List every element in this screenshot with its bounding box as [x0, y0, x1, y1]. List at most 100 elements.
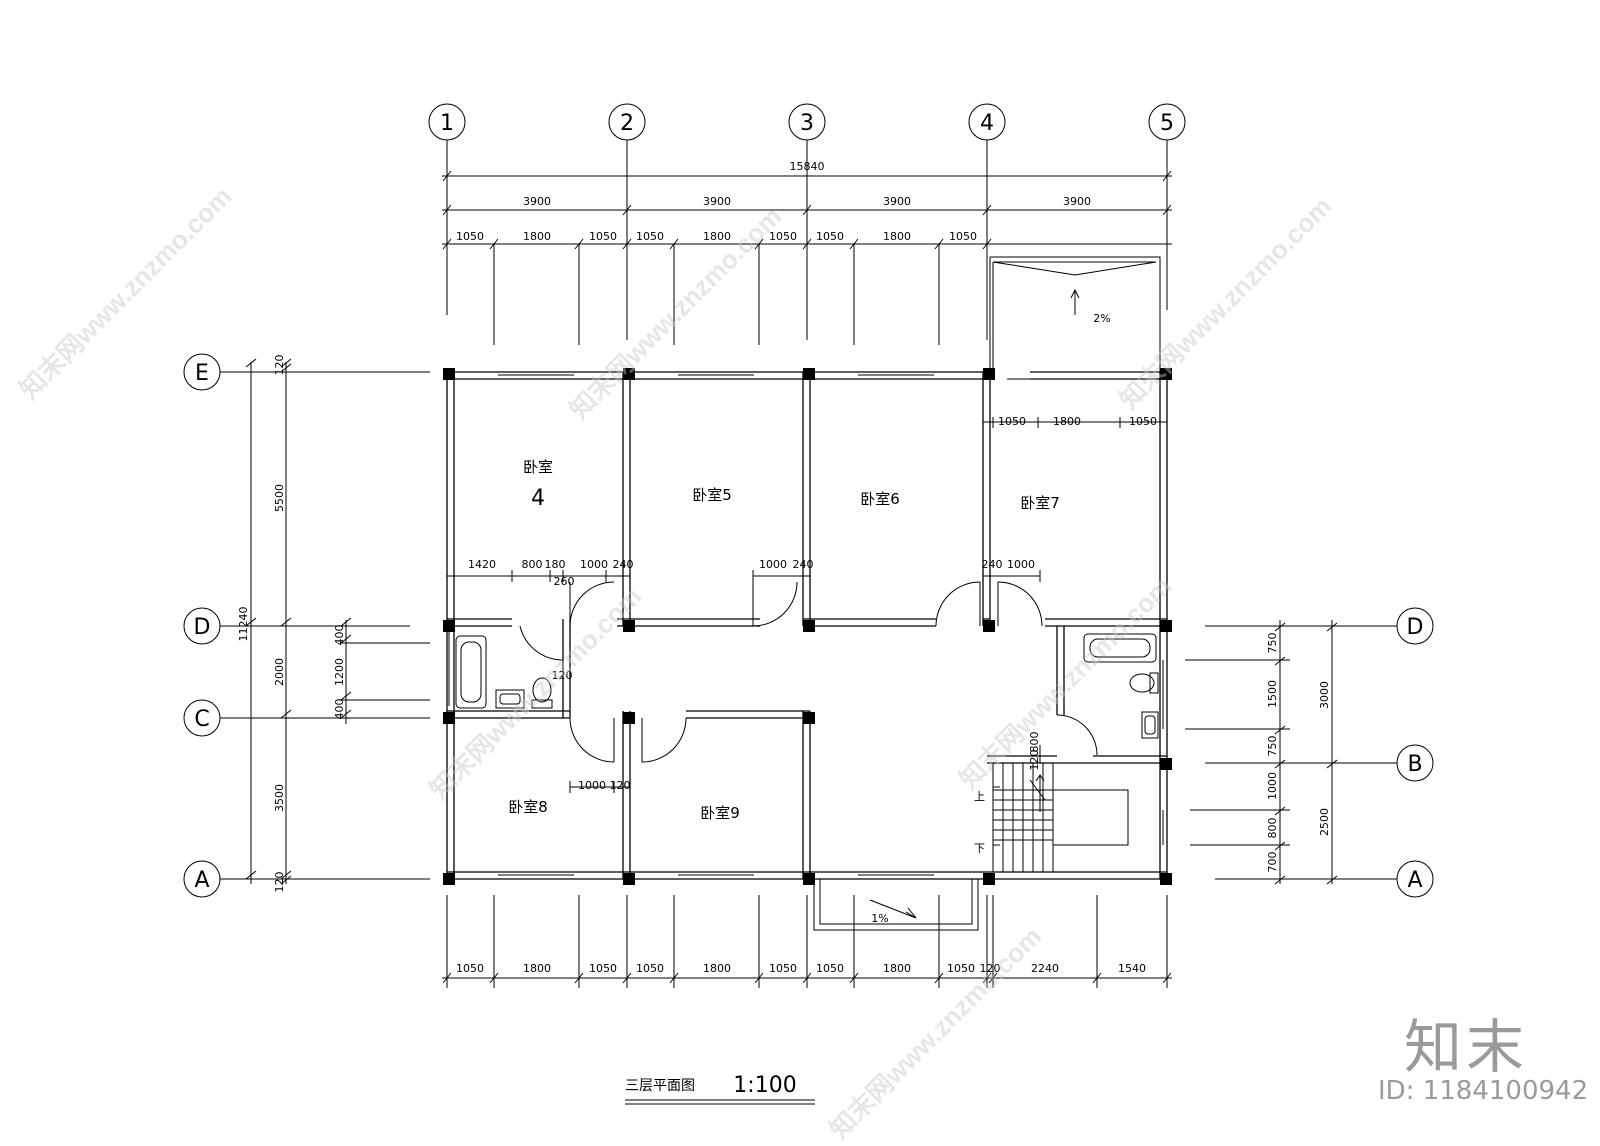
- top-dimensions: 15840 3900 3900 3900 3900 1050 1800 1050…: [442, 160, 1172, 345]
- room-bedroom5: 卧室5: [692, 486, 732, 504]
- dim-int-240: 240: [793, 558, 814, 571]
- dim-int-120: 120: [610, 779, 631, 792]
- right-dimensions: 750 1500 750 1000 800 700 3000 2500: [1266, 620, 1338, 885]
- doors: [519, 581, 1098, 763]
- dim-top-1800: 1800: [883, 230, 911, 243]
- row-axes-right: D B A: [1185, 607, 1434, 898]
- row-axes-left: E D C A: [183, 353, 430, 898]
- dim-bottom-2240: 2240: [1031, 962, 1059, 975]
- dim-bottom-1050: 1050: [816, 962, 844, 975]
- dim-top-1050: 1050: [456, 230, 484, 243]
- axis-C: C: [194, 707, 209, 732]
- axis-2: 2: [620, 111, 634, 136]
- dim-int-1420: 1420: [468, 558, 496, 571]
- axis-5: 5: [1160, 111, 1174, 136]
- dim-top-1800: 1800: [703, 230, 731, 243]
- dim-left-5500: 5500: [273, 484, 286, 512]
- dim-bottom-1800: 1800: [523, 962, 551, 975]
- dim-right-1500: 1500: [1266, 680, 1279, 708]
- dim-bay-3: 3900: [883, 195, 911, 208]
- dim-bottom-1540: 1540: [1118, 962, 1146, 975]
- dim-left-120: 120: [273, 355, 286, 376]
- bottom-balcony: 1%: [813, 879, 979, 931]
- dim-bay-1: 3900: [523, 195, 551, 208]
- dim-right-700: 700: [1266, 852, 1279, 873]
- dim-right-1000: 1000: [1266, 772, 1279, 800]
- axis-D-right: D: [1407, 615, 1424, 640]
- dim-bottom-120: 120: [980, 962, 1001, 975]
- dim-total-depth: 11240: [237, 607, 250, 642]
- dim-left-2000: 2000: [273, 658, 286, 686]
- dim-bottom-1050: 1050: [456, 962, 484, 975]
- dim-int-800-v: 800: [1028, 732, 1041, 753]
- title-name: 三层平面图: [625, 1078, 695, 1094]
- room-bedroom9: 卧室9: [700, 804, 740, 822]
- top-balcony: 2%: [989, 256, 1161, 380]
- staircase: 上 下: [974, 762, 1129, 873]
- axis-D: D: [194, 615, 211, 640]
- dim-left-400: 400: [333, 625, 346, 646]
- dim-top-1050: 1050: [949, 230, 977, 243]
- stair-down: 下: [974, 842, 985, 855]
- axis-1: 1: [440, 111, 454, 136]
- dim-int-800: 800: [522, 558, 543, 571]
- dim-top-1050: 1050: [816, 230, 844, 243]
- axis-A: A: [194, 868, 209, 893]
- dim-int-1000: 1000: [1007, 558, 1035, 571]
- dim-int-1000: 1000: [580, 558, 608, 571]
- dim-int-240: 240: [982, 558, 1003, 571]
- interior-dimensions: 1420 800 180 1000 240 260 1000 240 240 1…: [446, 415, 1167, 793]
- dim-total-width: 15840: [790, 160, 825, 173]
- stair-up: 上: [974, 790, 985, 803]
- dim-top-1050: 1050: [589, 230, 617, 243]
- structural-columns: [443, 368, 1172, 885]
- dim-bottom-1050: 1050: [947, 962, 975, 975]
- bottom-dimensions: 1050 1800 1050 1050 1800 1050 1050 1800 …: [442, 895, 1172, 988]
- dim-right-750: 750: [1266, 633, 1279, 654]
- dim-bay-2: 3900: [703, 195, 731, 208]
- dim-bottom-1800: 1800: [883, 962, 911, 975]
- axis-A-right: A: [1407, 868, 1422, 893]
- bathroom-left: [448, 632, 553, 709]
- room-labels: 卧室 4 卧室5 卧室6 卧室7 卧室8 卧室9: [508, 458, 1060, 822]
- dim-int-240: 240: [613, 558, 634, 571]
- dim-right-800: 800: [1266, 818, 1279, 839]
- dim-int-260: 260: [554, 575, 575, 588]
- dim-right-750: 750: [1266, 736, 1279, 757]
- drawing-title: 三层平面图 1:100: [625, 1073, 815, 1105]
- dim-bottom-1050: 1050: [769, 962, 797, 975]
- document-id: ID: 1184100942: [1378, 1076, 1589, 1106]
- slope-top: 2%: [1093, 312, 1110, 325]
- dim-int-120-v: 120: [1028, 750, 1041, 771]
- dim-left-3500: 3500: [273, 784, 286, 812]
- dim-top-1050: 1050: [769, 230, 797, 243]
- axis-B-right: B: [1407, 752, 1422, 777]
- axis-3: 3: [800, 111, 814, 136]
- column-axes: 1 2 3 4 5: [428, 103, 1186, 340]
- title-scale: 1:100: [733, 1073, 796, 1098]
- axis-E: E: [195, 361, 209, 386]
- dim-top-1800: 1800: [523, 230, 551, 243]
- dim-bottom-1050: 1050: [636, 962, 664, 975]
- dim-bottom-1050: 1050: [589, 962, 617, 975]
- room-bedroom8: 卧室8: [508, 798, 548, 816]
- dim-left-1200: 1200: [333, 658, 346, 686]
- dim-bay-4: 3900: [1063, 195, 1091, 208]
- dim-right-3000: 3000: [1318, 681, 1331, 709]
- bathroom-right: [1083, 633, 1159, 739]
- room-bedroom6: 卧室6: [860, 490, 900, 508]
- dim-int-1000: 1000: [578, 779, 606, 792]
- dim-right-2500: 2500: [1318, 808, 1331, 836]
- left-dimensions: 11240 120 5500 2000 3500 120 400 1200 40…: [237, 355, 352, 893]
- interior-walls: [447, 372, 1167, 879]
- room-bedroom7: 卧室7: [1020, 494, 1060, 512]
- brand-logo: 知末: [1404, 1013, 1529, 1081]
- room-bedroom4-label: 卧室: [523, 458, 553, 476]
- slope-bottom: 1%: [871, 912, 888, 925]
- dim-top-1050: 1050: [636, 230, 664, 243]
- room-bedroom4-number: 4: [531, 486, 545, 511]
- dim-left-400: 400: [333, 699, 346, 720]
- dim-int-180: 180: [545, 558, 566, 571]
- dim-int-120: 120: [552, 669, 573, 682]
